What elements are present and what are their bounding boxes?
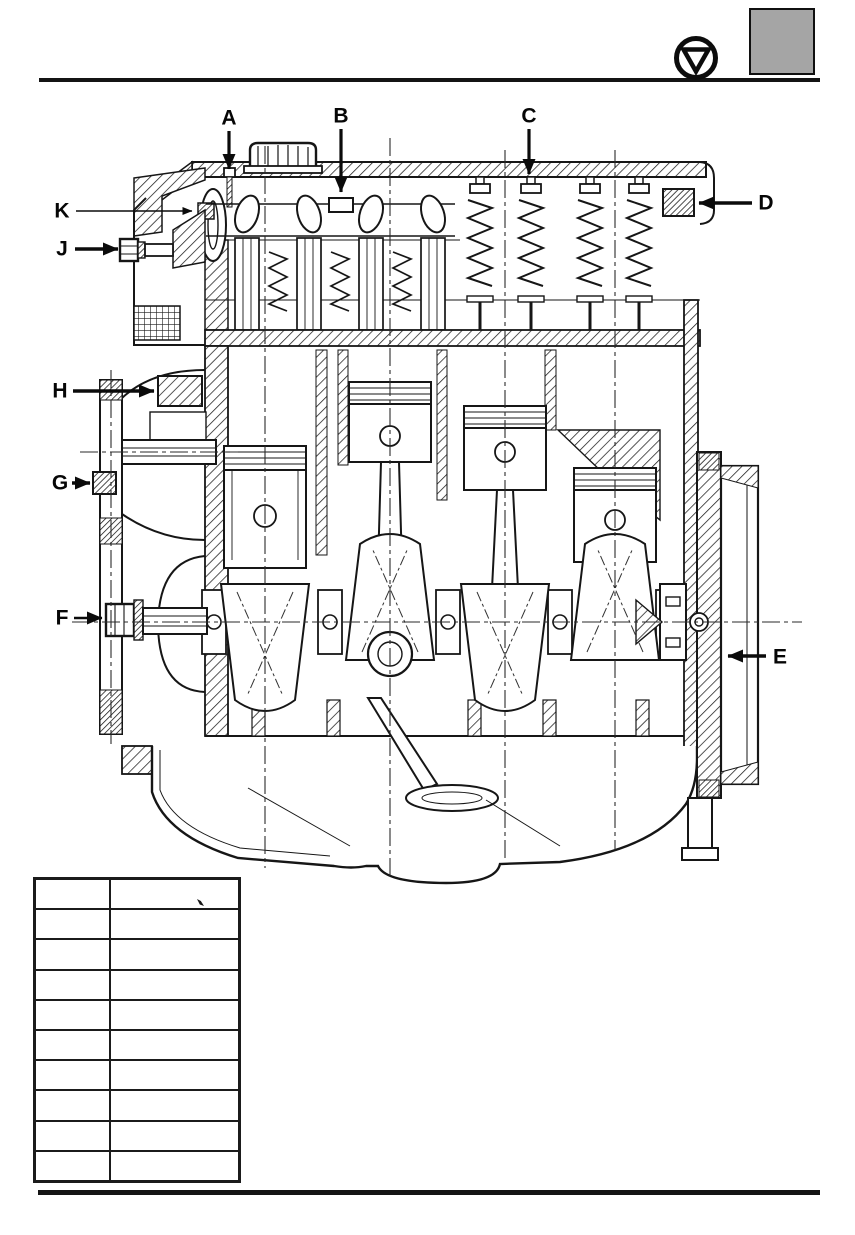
- brand-logo-icon: [674, 36, 718, 80]
- table-row: [33, 877, 241, 911]
- table-row: [33, 1119, 241, 1152]
- callout-label-a: A: [221, 106, 237, 130]
- table-cell: [33, 1059, 111, 1092]
- table-cell: [33, 1028, 111, 1062]
- table-cell: [108, 877, 241, 911]
- valve-assemblies: [463, 176, 656, 345]
- callout-arrows: [72, 129, 766, 663]
- table-cell: [108, 1089, 241, 1122]
- table-cell: [33, 1089, 111, 1122]
- callout-label-f: F: [55, 606, 69, 630]
- table-row: [33, 998, 241, 1031]
- table-cell: [33, 877, 111, 911]
- table-cell: [108, 968, 241, 1001]
- section-corner-tab: [749, 8, 815, 75]
- table-cell: [108, 938, 241, 971]
- table-cell: [33, 938, 111, 971]
- table-cell: [108, 1119, 241, 1152]
- header-rule: [39, 78, 820, 82]
- oil-pan: [121, 697, 699, 885]
- table-row: [33, 1028, 241, 1062]
- table-row: [33, 1089, 241, 1122]
- table-row: [33, 908, 241, 941]
- parts-table: [33, 877, 241, 1183]
- callout-label-h: H: [52, 379, 68, 403]
- footer-rule: [38, 1190, 820, 1195]
- callout-label-j: J: [56, 237, 68, 261]
- callout-label-e: E: [772, 645, 788, 669]
- callout-label-b: B: [333, 104, 349, 128]
- table-row: [33, 968, 241, 1001]
- callout-label-g: G: [51, 471, 69, 495]
- crank-pulley-water-pump: [92, 369, 217, 735]
- centerlines: [72, 138, 802, 880]
- table-cell: [108, 908, 241, 941]
- table-row: [33, 938, 241, 971]
- table-cell: [33, 908, 111, 941]
- callout-label-c: C: [521, 104, 537, 128]
- table-cell: [33, 968, 111, 1001]
- table-row: [33, 1059, 241, 1092]
- table-cell: [108, 1028, 241, 1062]
- table-cell: [108, 998, 241, 1031]
- callout-label-k: K: [54, 199, 70, 223]
- callout-label-d: D: [758, 191, 774, 215]
- table-cell: [33, 1149, 111, 1183]
- table-cell: [33, 998, 111, 1031]
- ink-speck: [197, 899, 204, 906]
- cylinder-head: [118, 167, 700, 346]
- table-cell: [108, 1149, 241, 1183]
- table-row: [33, 1149, 241, 1183]
- table-cell: [108, 1059, 241, 1092]
- table-cell: [33, 1119, 111, 1152]
